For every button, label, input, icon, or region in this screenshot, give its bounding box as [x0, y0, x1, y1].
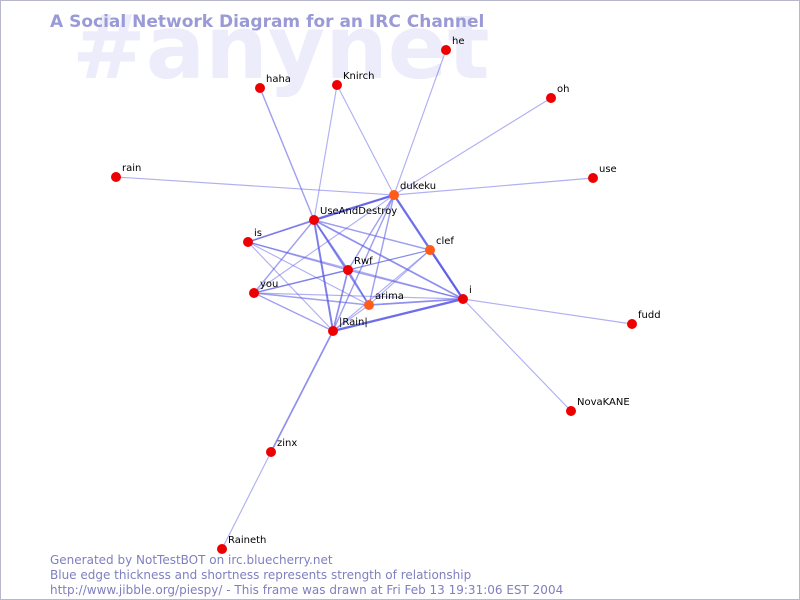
- edge-i-fudd: [462, 298, 633, 325]
- edge-Knirch-UseAndDestroy: [313, 84, 338, 221]
- node-oh: [546, 93, 556, 103]
- edge-i-NovaKANE: [462, 298, 572, 412]
- edge-Rwf-arima: [347, 269, 370, 306]
- node-label-dukeku: dukeku: [400, 181, 436, 192]
- edge-dukeku-use: [393, 177, 594, 196]
- node-i: [458, 294, 468, 304]
- edge-UseAndDestroy-is: [247, 219, 315, 243]
- edge-dukeku-Rainl: [332, 194, 395, 332]
- edge-zinx-Raineth: [221, 451, 272, 550]
- edge-dukeku-oh: [393, 97, 552, 196]
- node-label-is: is: [254, 228, 262, 239]
- node-label-oh: oh: [557, 84, 569, 95]
- node-label-you: you: [260, 279, 278, 290]
- edge-is-Rainl: [247, 241, 334, 332]
- edge-clef-arima: [368, 249, 431, 306]
- node-Rwf: [343, 265, 353, 275]
- node-rain: [111, 172, 121, 182]
- node-label-he: he: [452, 36, 465, 47]
- node-clef: [425, 245, 435, 255]
- node-NovaKANE: [566, 406, 576, 416]
- edge-dukeku-he: [393, 49, 447, 196]
- edge-i-Rainl: [331, 297, 465, 333]
- node-label-Raineth: Raineth: [228, 535, 266, 546]
- edge-dukeku-Knirch: [336, 84, 395, 196]
- edge-is-arima: [247, 241, 370, 306]
- node-Raineth: [217, 544, 227, 554]
- node-layer: he haha Knirch oh rain use dukekuUseAndDestroy…: [111, 36, 661, 554]
- node-label-clef: clef: [436, 236, 454, 247]
- edge-UseAndDestroy-clef: [313, 219, 431, 251]
- node-haha: [255, 83, 265, 93]
- node-label-NovaKANE: NovaKANE: [577, 397, 630, 408]
- edge-dukeku-UseAndDestroy: [312, 193, 396, 222]
- node-label-rain: rain: [122, 163, 141, 174]
- edge-dukeku-arima: [368, 194, 395, 306]
- node-label-Rainl: |Rain|: [339, 317, 368, 328]
- node-arima: [364, 300, 374, 310]
- edge-Rainl-zinx: [270, 330, 334, 453]
- node-zinx: [266, 447, 276, 457]
- node-dukeku: [389, 190, 399, 200]
- node-use: [588, 173, 598, 183]
- node-label-i: i: [469, 285, 472, 296]
- node-UseAndDestroy: [309, 215, 319, 225]
- node-Knirch: [332, 80, 342, 90]
- node-label-zinx: zinx: [277, 438, 297, 449]
- footer-generated-by: Generated by NotTestBOT on irc.bluecherr…: [50, 553, 333, 567]
- edge-Rwf-Rainl: [332, 269, 349, 332]
- node-label-fudd: fudd: [638, 310, 661, 321]
- edge-you-Rainl: [253, 292, 334, 332]
- edge-clef-Rwf: [347, 249, 431, 271]
- node-label-use: use: [599, 164, 617, 175]
- node-you: [249, 288, 259, 298]
- edge-dukeku-you: [253, 194, 395, 294]
- node-label-Knirch: Knirch: [343, 71, 374, 82]
- edge-you-arima: [253, 292, 370, 306]
- edge-clef-Rainl: [332, 249, 431, 332]
- node-label-UseAndDestroy: UseAndDestroy: [320, 206, 397, 217]
- edge-rain-dukeku: [115, 176, 395, 196]
- edge-Rwf-i: [347, 269, 464, 300]
- edge-UseAndDestroy-you: [253, 219, 315, 294]
- channel-watermark: #anynet: [72, 0, 490, 99]
- node-label-haha: haha: [266, 74, 291, 85]
- node-he: [441, 45, 451, 55]
- diagram-title: A Social Network Diagram for an IRC Chan…: [50, 12, 484, 32]
- edge-haha-UseAndDestroy: [259, 87, 315, 221]
- node-is: [243, 237, 253, 247]
- edge-you-i: [253, 292, 464, 300]
- node-label-arima: arima: [375, 291, 404, 302]
- node-Rainl: [328, 326, 338, 336]
- node-fudd: [627, 319, 637, 329]
- edge-Rwf-you: [253, 269, 349, 294]
- footer-source-timestamp: http://www.jibble.org/piespy/ - This fra…: [50, 583, 563, 597]
- edge-is-Rwf: [247, 241, 349, 271]
- edge-arima-Rainl: [332, 304, 370, 332]
- edge-dukeku-Rwf: [347, 194, 395, 271]
- edge-UseAndDestroy-i: [313, 219, 464, 300]
- edge-arima-i: [368, 298, 464, 306]
- node-label-Rwf: Rwf: [354, 256, 373, 267]
- edge-layer: [115, 49, 633, 550]
- footer-legend-note: Blue edge thickness and shortness repres…: [50, 568, 471, 582]
- edge-clef-i: [429, 249, 464, 300]
